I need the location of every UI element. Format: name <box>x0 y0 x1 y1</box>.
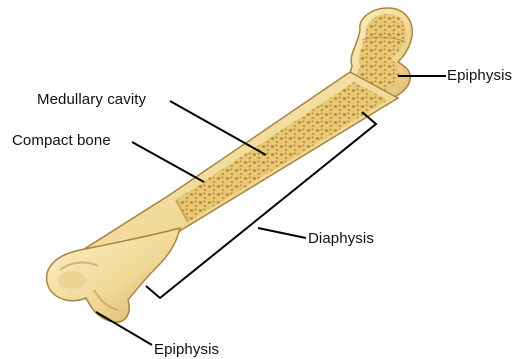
label-diaphysis: Diaphysis <box>308 230 374 248</box>
leader-diaphysis <box>258 228 306 238</box>
label-medullary-cavity: Medullary cavity <box>37 91 146 109</box>
label-epiphysis-bottom: Epiphysis <box>154 341 219 359</box>
label-compact-bone: Compact bone <box>12 132 111 150</box>
leader-medullary-cavity <box>170 101 266 155</box>
leader-compact-bone <box>132 142 204 182</box>
label-epiphysis-top: Epiphysis <box>447 67 512 85</box>
